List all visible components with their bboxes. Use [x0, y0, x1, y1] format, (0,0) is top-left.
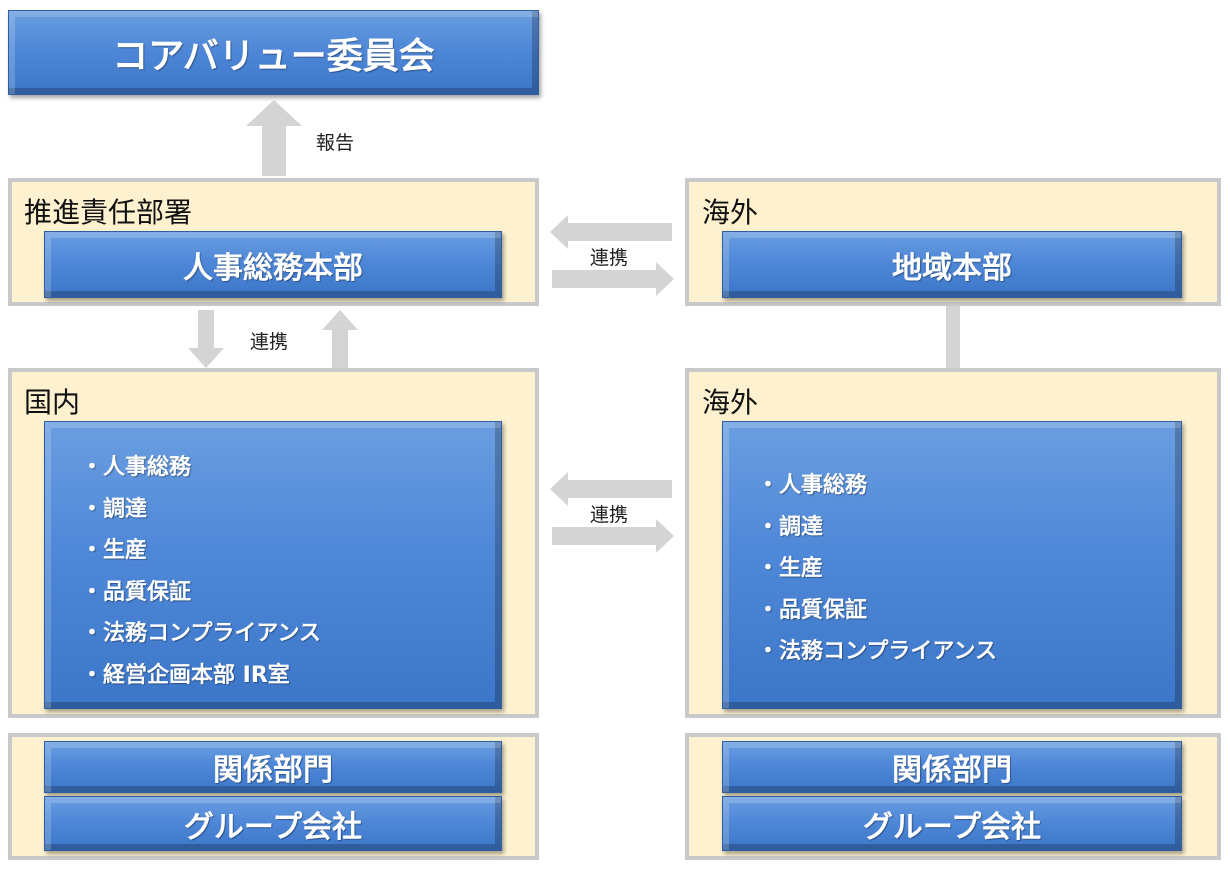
- list-item: 法務コンプライアンス: [757, 631, 997, 673]
- group-company-box-left: グループ会社: [44, 796, 502, 851]
- related-dept-box-left: 関係部門: [44, 741, 502, 793]
- report-label: 報告: [316, 132, 355, 154]
- promotion-group-title: 推進責任部署: [24, 196, 193, 229]
- group-company-label-left: グループ会社: [183, 809, 363, 845]
- overseas-hq-group-title: 海外: [702, 196, 759, 229]
- related-dept-label-left: 関係部門: [213, 753, 333, 788]
- collab-label-top: 連携: [590, 247, 629, 269]
- collab-arrow-down: [188, 310, 224, 368]
- collab-arrow-up: [322, 310, 358, 368]
- regional-hq-box: 地域本部: [722, 231, 1182, 298]
- collab-label-middle: 連携: [590, 504, 629, 526]
- overseas-department-list: 人事総務 調達 生産 品質保証 法務コンプライアンス: [757, 465, 997, 673]
- group-company-label-right: グループ会社: [862, 809, 1042, 845]
- list-item: 生産: [81, 530, 321, 572]
- regional-hq-label: 地域本部: [892, 250, 1012, 286]
- list-item: 経営企画本部 IR室: [81, 655, 321, 697]
- list-item: 生産: [757, 548, 997, 590]
- overseas-departments-box: 人事総務 調達 生産 品質保証 法務コンプライアンス: [722, 421, 1182, 709]
- group-company-box-right: グループ会社: [722, 796, 1182, 851]
- hr-general-affairs-box: 人事総務本部: [44, 231, 502, 298]
- list-item: 調達: [757, 507, 997, 549]
- domestic-group-title: 国内: [24, 386, 81, 419]
- related-dept-box-right: 関係部門: [722, 741, 1182, 793]
- collab-label-vertical: 連携: [250, 331, 289, 353]
- list-item: 品質保証: [757, 590, 997, 632]
- list-item: 法務コンプライアンス: [81, 613, 321, 655]
- list-item: 品質保証: [81, 572, 321, 614]
- related-dept-label-right: 関係部門: [892, 753, 1012, 788]
- overseas-connector-line: [946, 306, 960, 370]
- domestic-departments-box: 人事総務 調達 生産 品質保証 法務コンプライアンス 経営企画本部 IR室: [44, 421, 502, 709]
- committee-title: コアバリュー委員会: [112, 35, 435, 77]
- collab-arrow-left-middle: [550, 472, 672, 506]
- list-item: 人事総務: [81, 447, 321, 489]
- hr-general-affairs-label: 人事総務本部: [183, 250, 363, 286]
- collab-arrow-left-top: [550, 215, 672, 249]
- report-arrow: [246, 100, 302, 176]
- domestic-department-list: 人事総務 調達 生産 品質保証 法務コンプライアンス 経営企画本部 IR室: [81, 447, 321, 696]
- overseas-group-title: 海外: [702, 386, 759, 419]
- list-item: 人事総務: [757, 465, 997, 507]
- list-item: 調達: [81, 489, 321, 531]
- committee-box: コアバリュー委員会: [8, 10, 539, 95]
- collab-arrow-right-top: [552, 262, 674, 296]
- collab-arrow-right-middle: [552, 519, 674, 553]
